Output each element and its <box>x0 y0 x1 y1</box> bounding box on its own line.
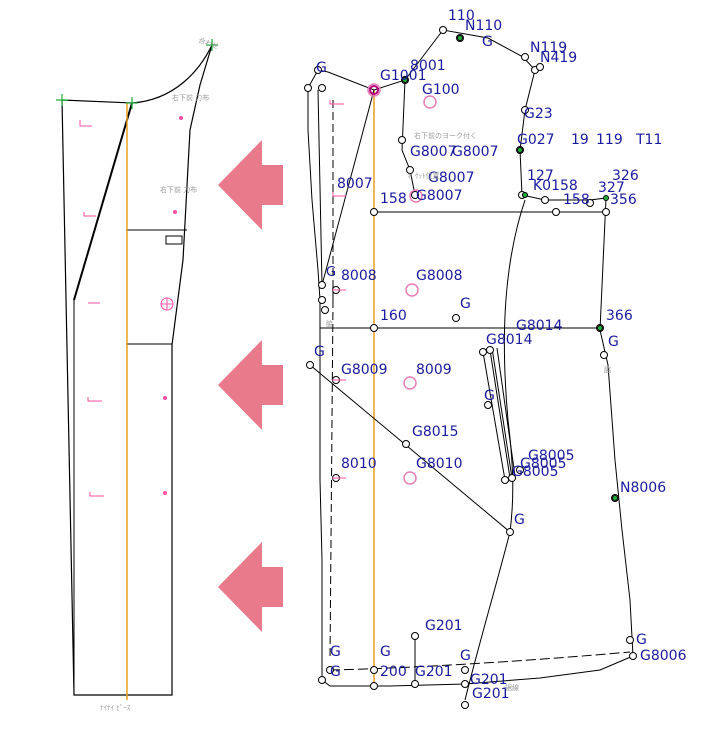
label-g8007-a: G8007 <box>410 144 456 160</box>
label-g1001: G1001 <box>380 68 426 84</box>
focus-point <box>369 85 379 95</box>
label-158-a: 158 <box>380 191 407 207</box>
arrow-middle <box>218 340 283 430</box>
green-markers <box>402 35 618 501</box>
label-g201-a: G201 <box>425 618 463 634</box>
label-g-br: G <box>636 632 647 648</box>
front-edge-left <box>317 89 323 286</box>
hem-note: 裾線 <box>505 683 519 692</box>
label-158-b: 158 <box>563 192 590 208</box>
label-g23: G23 <box>524 106 553 122</box>
label-g-top: G <box>482 34 493 50</box>
side-note-2: 脇 <box>326 320 333 328</box>
left-bottom-label: ﾅｲﾅｲ ﾋﾟｰｽ <box>100 704 131 712</box>
label-g8009: G8009 <box>341 362 387 378</box>
side-seam-curve <box>464 199 526 701</box>
front-diagonal <box>321 89 375 286</box>
label-g-bl2: G <box>330 664 341 680</box>
magenta-rings <box>367 83 437 485</box>
label-356: 356 <box>610 192 637 208</box>
label-200: 200 <box>380 664 407 680</box>
corner-marker-left <box>56 94 68 106</box>
label-8007: 8007 <box>337 176 373 192</box>
yoke-note: 右下前のヨーク付く <box>414 131 477 140</box>
label-n419: N419 <box>540 50 577 66</box>
corner-marker-top <box>206 39 218 51</box>
label-8010: 8010 <box>341 456 377 472</box>
corner-marker-mid <box>126 97 138 109</box>
label-g201-b: G201 <box>415 664 453 680</box>
label-160: 160 <box>380 308 407 324</box>
label-g-mid: G <box>460 296 471 312</box>
label-g8007-b: G8007 <box>452 144 498 160</box>
label-g8014-b: G8014 <box>486 332 533 348</box>
label-g8005-c: G8005 <box>512 464 558 480</box>
collar-inner <box>401 79 416 196</box>
label-g027: G027 <box>517 132 555 148</box>
target-marker-cross <box>161 298 173 310</box>
right-button-markers <box>329 100 346 479</box>
label-t11: T11 <box>635 132 662 148</box>
label-k0158: K0158 <box>533 178 578 194</box>
left-piece-diagonal <box>73 102 133 301</box>
label-g8005-b: G8005 <box>520 456 566 472</box>
point-labels: 110 N110 G N119 N419 G G1001 8001 G100 G… <box>314 8 687 702</box>
label-326: 326 <box>612 168 639 184</box>
label-g-left: G <box>314 344 325 360</box>
pocket-note: ﾎﾟｹｯﾄ位置 <box>408 171 440 180</box>
arrows-group <box>218 140 283 632</box>
button-markers <box>79 120 104 497</box>
label-8008: 8008 <box>341 268 377 284</box>
hem-dashed-line <box>329 651 631 671</box>
label-g-lower: G <box>514 512 525 528</box>
label-g100: G100 <box>422 82 460 98</box>
left-piece-outline <box>61 44 213 696</box>
label-327: 327 <box>598 180 625 196</box>
label-n119: N119 <box>530 40 567 56</box>
label-g8008: G8008 <box>416 268 462 284</box>
label-g-b4: G <box>460 648 471 664</box>
label-g8014-a: G8014 <box>516 318 563 334</box>
left-top-label: 合わせ <box>197 35 220 51</box>
label-g-corner: G <box>316 60 327 76</box>
label-g8006: G8006 <box>640 648 687 664</box>
label-n8006: N8006 <box>620 480 666 496</box>
label-g8005-a: G8005 <box>528 448 574 464</box>
label-g8015: G8015 <box>412 424 458 440</box>
pocket-slot <box>482 347 516 481</box>
label-366: 366 <box>606 308 633 324</box>
left-note-1: 右下前 力布 <box>172 93 209 102</box>
inner-dashed-line <box>329 100 334 661</box>
label-8001: 8001 <box>410 58 446 74</box>
label-119: 119 <box>596 132 623 148</box>
label-g-pocket: G <box>484 388 495 404</box>
label-19: 19 <box>571 132 589 148</box>
side-note-1: 脇 <box>604 366 611 374</box>
label-g8007-d: G8007 <box>416 188 462 204</box>
label-8009: 8009 <box>416 362 452 378</box>
label-g201-c: G201 <box>470 672 508 688</box>
label-g-b3: G <box>380 644 391 660</box>
left-note-2: 右下前 力布 <box>160 185 197 194</box>
label-g201-d: G201 <box>472 686 510 702</box>
arrow-bottom <box>218 542 283 632</box>
magenta-dots <box>163 116 183 495</box>
label-g-left-top: G <box>326 265 336 280</box>
label-g-bl1: G <box>330 644 341 660</box>
label-g8007-c: G8007 <box>428 170 474 186</box>
left-pattern-piece: 合わせ 右下前 力布 右下前 力布 ﾅｲﾅｲ ﾋﾟｰｽ <box>56 35 220 712</box>
label-110: 110 <box>448 8 475 24</box>
arrow-top <box>218 140 283 230</box>
right-annotations: 右下前のヨーク付く ﾎﾟｹｯﾄ位置 裾線 脇 脇 <box>326 131 611 692</box>
right-piece-outline <box>307 29 634 687</box>
label-n110: N110 <box>465 18 502 34</box>
pocket-diagonal <box>309 364 511 533</box>
label-127: 127 <box>527 168 554 184</box>
label-g8010: G8010 <box>416 456 462 472</box>
small-notch-box <box>165 235 183 245</box>
label-g-right: G <box>608 334 619 350</box>
